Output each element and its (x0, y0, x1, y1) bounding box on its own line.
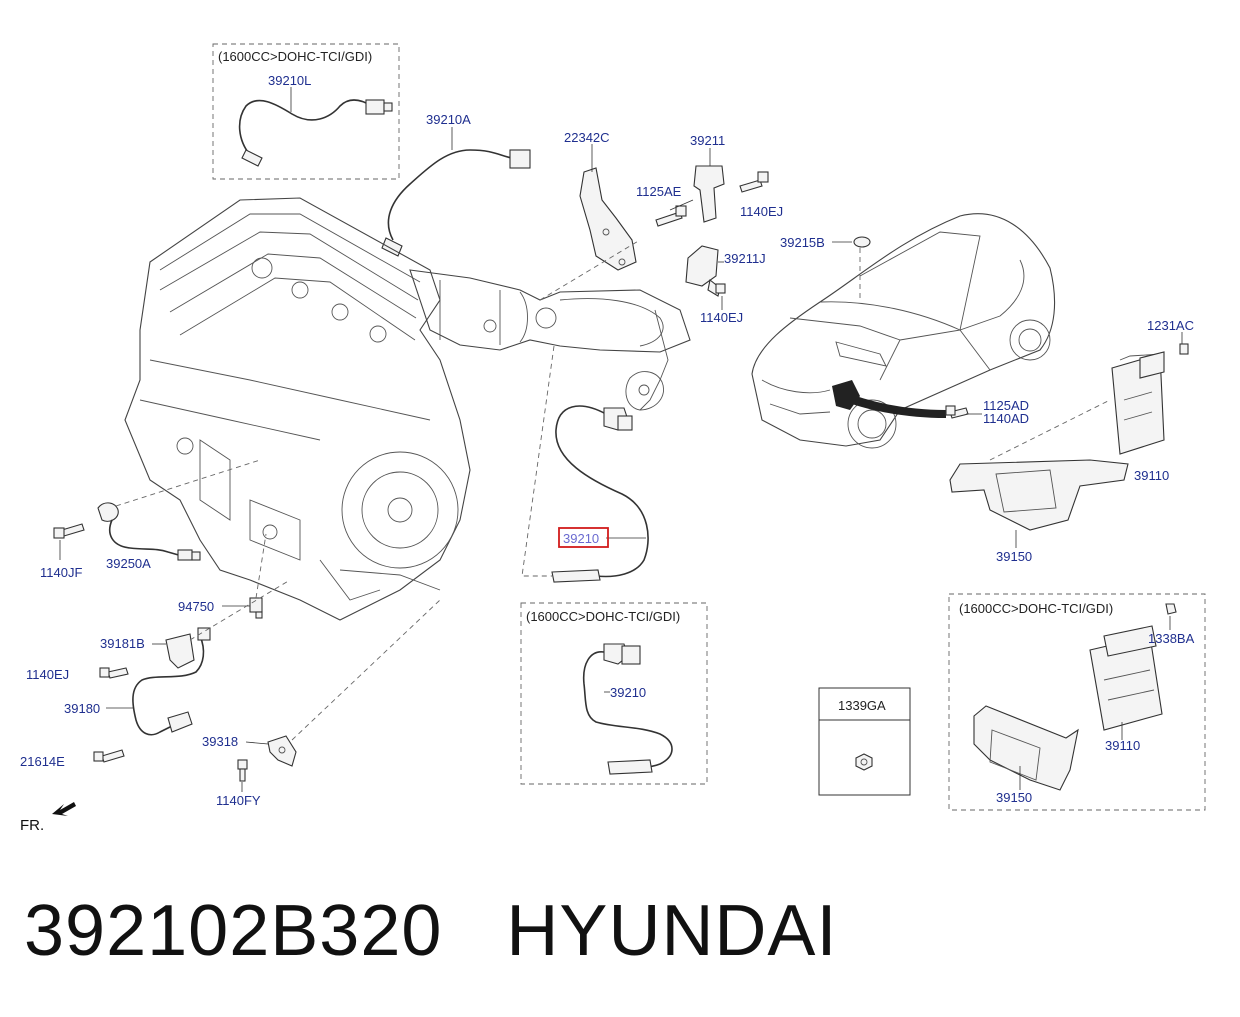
label-39318[interactable]: 39318 (202, 734, 238, 749)
sensor-39180 (93, 579, 291, 763)
box-bottom-right-title: (1600CC>DOHC-TCI/GDI) (959, 601, 1113, 616)
sensor-39318 (237, 599, 441, 792)
switch-94750 (222, 533, 267, 619)
brand-name: HYUNDAI (506, 891, 838, 971)
label-1140EJ-top[interactable]: 1140EJ (740, 204, 783, 219)
bracket-39211J (685, 245, 726, 310)
label-1125AD[interactable]: 1125AD (983, 398, 1029, 413)
box-top-left: (1600CC>DOHC-TCI/GDI) (212, 43, 400, 180)
box-top-left-title: (1600CC>DOHC-TCI/GDI) (218, 49, 372, 64)
label-1125AE[interactable]: 1125AE (636, 184, 682, 199)
box-1339GA: 1339GA (818, 687, 911, 796)
box-bottom-middle: (1600CC>DOHC-TCI/GDI) (520, 602, 708, 785)
label-39210L[interactable]: 39210L (268, 73, 311, 88)
label-fr: FR. (20, 817, 44, 834)
sensor-39210A (381, 127, 531, 257)
label-1140EJ-left[interactable]: 1140EJ (26, 667, 69, 682)
label-1140AD[interactable]: 1140AD (983, 411, 1029, 426)
label-1338BA[interactable]: 1338BA (1148, 631, 1195, 646)
label-39181B[interactable]: 39181B (100, 636, 145, 651)
label-39110-upper[interactable]: 39110 (1134, 468, 1169, 483)
part-number: 392102B320 (24, 891, 443, 971)
label-1231AC[interactable]: 1231AC (1147, 318, 1194, 333)
label-21614E[interactable]: 21614E (20, 754, 65, 769)
label-39211[interactable]: 39211 (690, 133, 725, 148)
label-22342C[interactable]: 22342C (564, 130, 610, 145)
label-1140JF[interactable]: 1140JF (40, 565, 82, 580)
label-39150-upper[interactable]: 39150 (996, 549, 1032, 564)
label-39250A[interactable]: 39250A (106, 556, 151, 571)
sensor-39250A (53, 459, 261, 561)
box-bottom-right: (1600CC>DOHC-TCI/GDI) (948, 593, 1206, 811)
label-39211J[interactable]: 39211J (724, 251, 766, 266)
label-1140EJ-mid[interactable]: 1140EJ (700, 310, 743, 325)
highlight-box-39210 (558, 527, 609, 548)
label-39210-box[interactable]: 39210 (610, 685, 646, 700)
label-39210-highlighted[interactable]: 39210 (563, 531, 599, 546)
footer-caption: 392102B320 HYUNDAI (24, 890, 1224, 990)
label-1140FY[interactable]: 1140FY (216, 793, 261, 808)
exhaust-manifold (409, 269, 691, 411)
box-bottom-middle-title: (1600CC>DOHC-TCI/GDI) (526, 609, 680, 624)
bracket-39211 (655, 148, 769, 227)
parts-diagram: (1600CC>DOHC-TCI/GDI) 39210L 39210A (20, 43, 1206, 834)
ecu-assembly-upper (945, 332, 1189, 548)
label-39215B[interactable]: 39215B (780, 235, 825, 250)
front-arrow-icon (52, 802, 76, 816)
label-39210A[interactable]: 39210A (426, 112, 471, 127)
label-94750[interactable]: 94750 (178, 599, 214, 614)
label-39150-lower[interactable]: 39150 (996, 790, 1032, 805)
car-illustration (751, 213, 1056, 449)
sensor-39210-main (521, 345, 649, 583)
engine-block (124, 197, 471, 621)
label-39180[interactable]: 39180 (64, 701, 100, 716)
box-1339GA-title: 1339GA (838, 698, 886, 713)
label-39110-lower[interactable]: 39110 (1105, 738, 1140, 753)
bracket-22342C (579, 144, 637, 271)
